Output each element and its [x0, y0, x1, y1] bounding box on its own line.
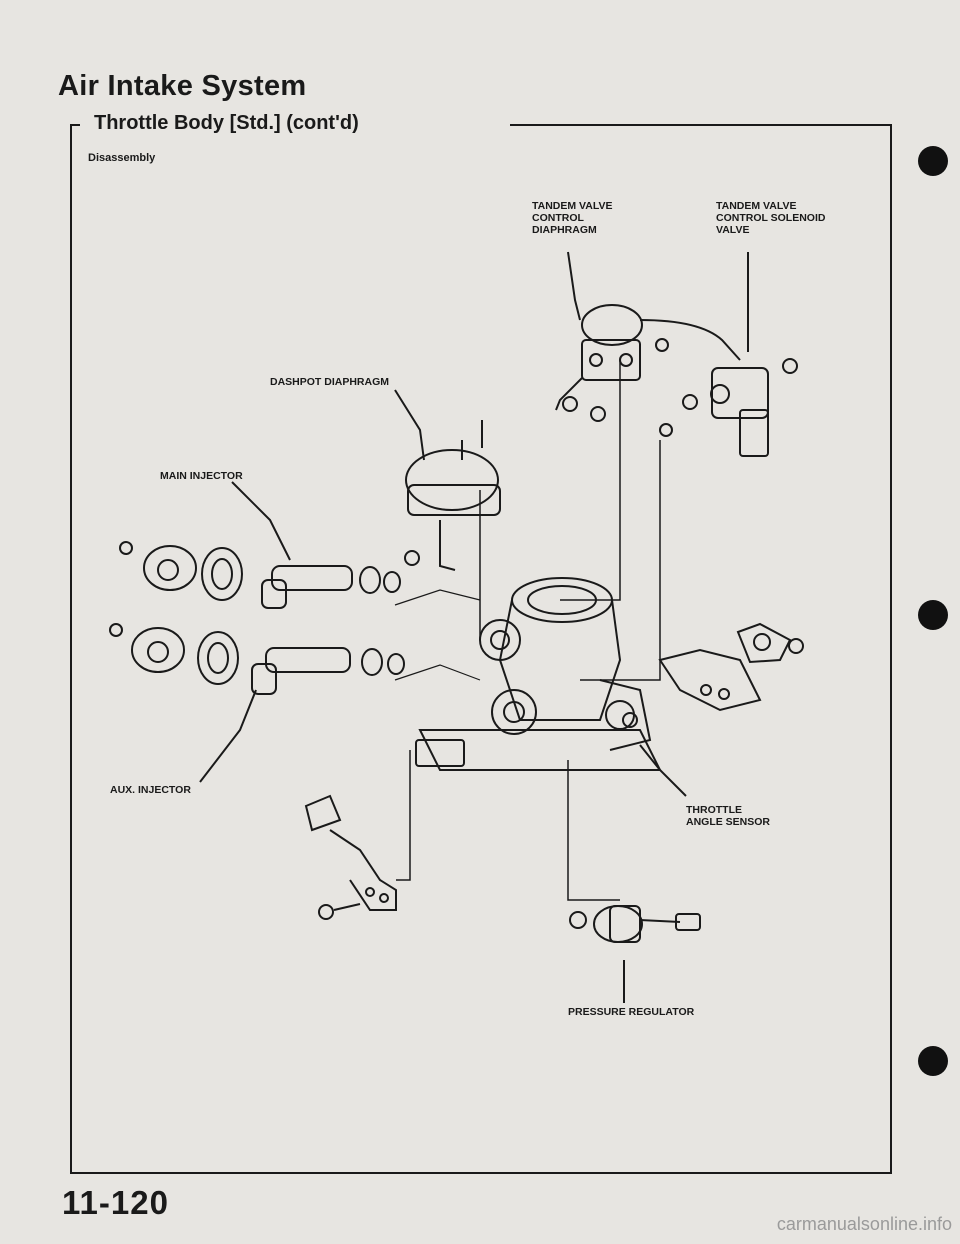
- section-tag: [Std.] (cont'd): [229, 112, 359, 134]
- main-injector-part: [119, 541, 401, 609]
- leader-dashpot: [394, 389, 425, 461]
- binder-hole-2: [918, 600, 948, 630]
- label-tandem-diaphragm: TANDEM VALVE CONTROL DIAPHRAGM: [532, 200, 613, 236]
- page-title: Air Intake System: [58, 70, 307, 102]
- throttle-body-part: [415, 577, 662, 771]
- leader-aux-injector: [199, 689, 257, 783]
- binder-hole-1: [918, 146, 948, 176]
- dashpot-part: [404, 420, 501, 571]
- throttle-sensor-part: [658, 622, 804, 712]
- label-pressure-regulator: PRESSURE REGULATOR: [568, 1006, 695, 1018]
- tandem-solenoid-part: [659, 358, 798, 457]
- leader-tandem-diaphragm: [567, 251, 581, 321]
- label-tandem-solenoid: TANDEM VALVE CONTROL SOLENOID VALVE: [716, 200, 826, 236]
- subtitle: Disassembly: [88, 152, 156, 164]
- lower-bracket-part: [304, 794, 397, 920]
- section-header: Throttle Body [Std.] (cont'd): [70, 112, 890, 142]
- label-main-injector: MAIN INJECTOR: [160, 470, 243, 482]
- section-title: Throttle Body: [94, 112, 224, 134]
- label-dashpot: DASHPOT DIAPHRAGM: [270, 376, 390, 388]
- leader-main-injector: [231, 481, 291, 561]
- label-throttle-sensor: THROTTLE ANGLE SENSOR: [686, 804, 771, 828]
- page-number: 11-120: [62, 1184, 169, 1221]
- tandem-diaphragm-part: [555, 304, 741, 422]
- binder-hole-3: [918, 1046, 948, 1076]
- watermark: carmanualsonline.info: [776, 1214, 952, 1234]
- aux-injector-part: [109, 623, 405, 695]
- pressure-regulator-part: [569, 905, 701, 943]
- label-aux-injector: AUX. INJECTOR: [110, 784, 191, 796]
